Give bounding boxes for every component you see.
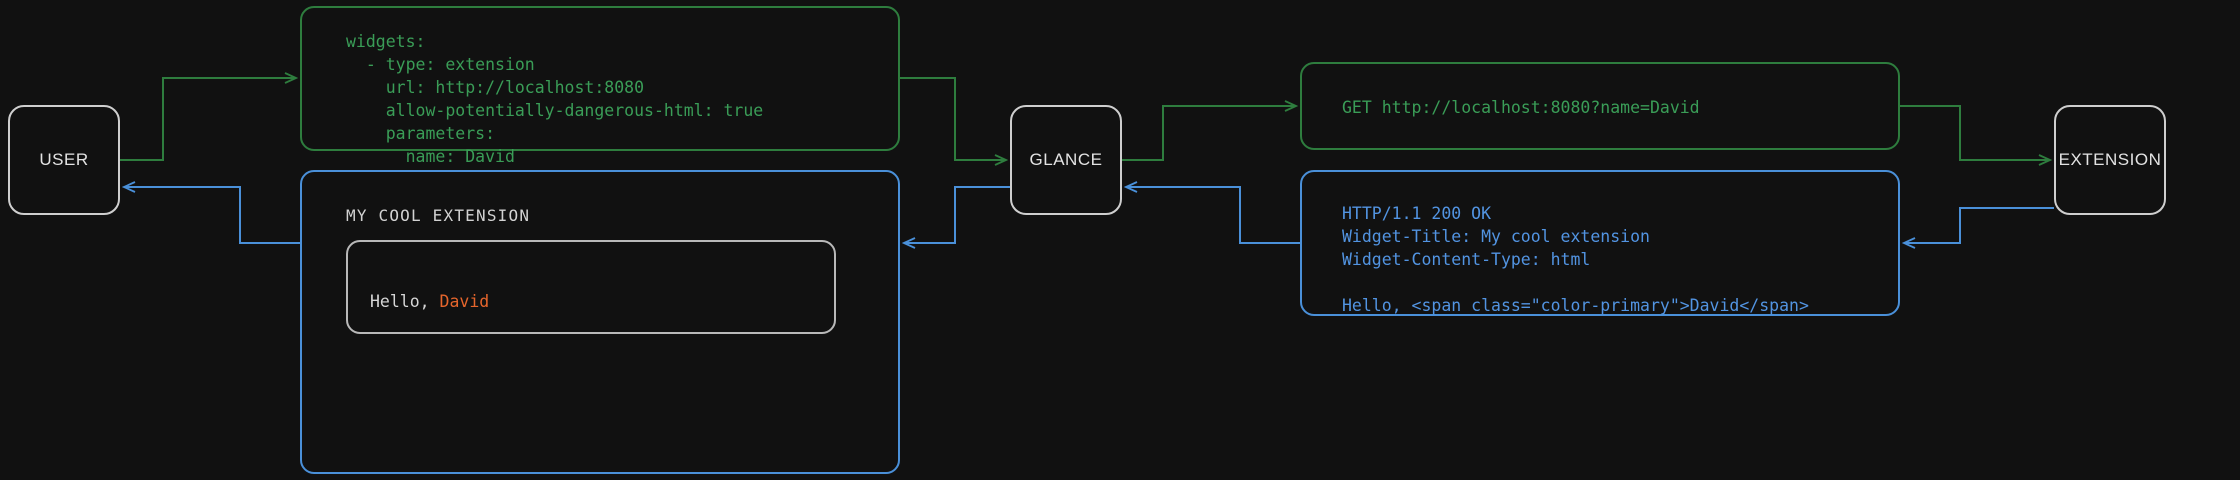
edge-response-to-glance <box>1126 187 1300 244</box>
edge-glance-to-request <box>1122 106 1296 161</box>
yaml-config-code: widgets: - type: extension url: http://l… <box>346 32 764 166</box>
rendered-widget-greeting: Hello, <box>370 292 440 311</box>
http-request-code: GET http://localhost:8080?name=David <box>1342 98 1700 117</box>
node-extension[interactable]: EXTENSION <box>2054 105 2166 215</box>
edge-glance-to-widget <box>904 186 1010 243</box>
rendered-widget-name: David <box>439 292 490 311</box>
node-glance[interactable]: GLANCE <box>1010 105 1122 215</box>
edge-config-to-glance <box>900 77 1006 160</box>
rendered-widget-title: MY COOL EXTENSION <box>346 206 531 225</box>
yaml-config-panel: widgets: - type: extension url: http://l… <box>300 6 900 166</box>
node-extension-label: EXTENSION <box>2058 150 2162 169</box>
edge-request-to-extension <box>1900 105 2050 160</box>
edge-user-to-config <box>120 78 296 161</box>
rendered-widget-panel: MY COOL EXTENSION Hello, David <box>300 170 900 474</box>
edge-widget-to-user <box>124 187 300 244</box>
edge-extension-to-response <box>1904 207 2054 243</box>
http-request-panel: GET http://localhost:8080?name=David <box>1300 62 1900 150</box>
rendered-widget-card: Hello, David <box>346 240 836 334</box>
http-response-panel: HTTP/1.1 200 OK Widget-Title: My cool ex… <box>1300 170 1900 316</box>
node-user-label: USER <box>39 150 89 169</box>
rendered-widget-card-text: Hello, David <box>370 292 489 311</box>
http-response-code: HTTP/1.1 200 OK Widget-Title: My cool ex… <box>1342 204 1809 315</box>
node-glance-label: GLANCE <box>1029 150 1103 169</box>
node-user[interactable]: USER <box>8 105 120 215</box>
